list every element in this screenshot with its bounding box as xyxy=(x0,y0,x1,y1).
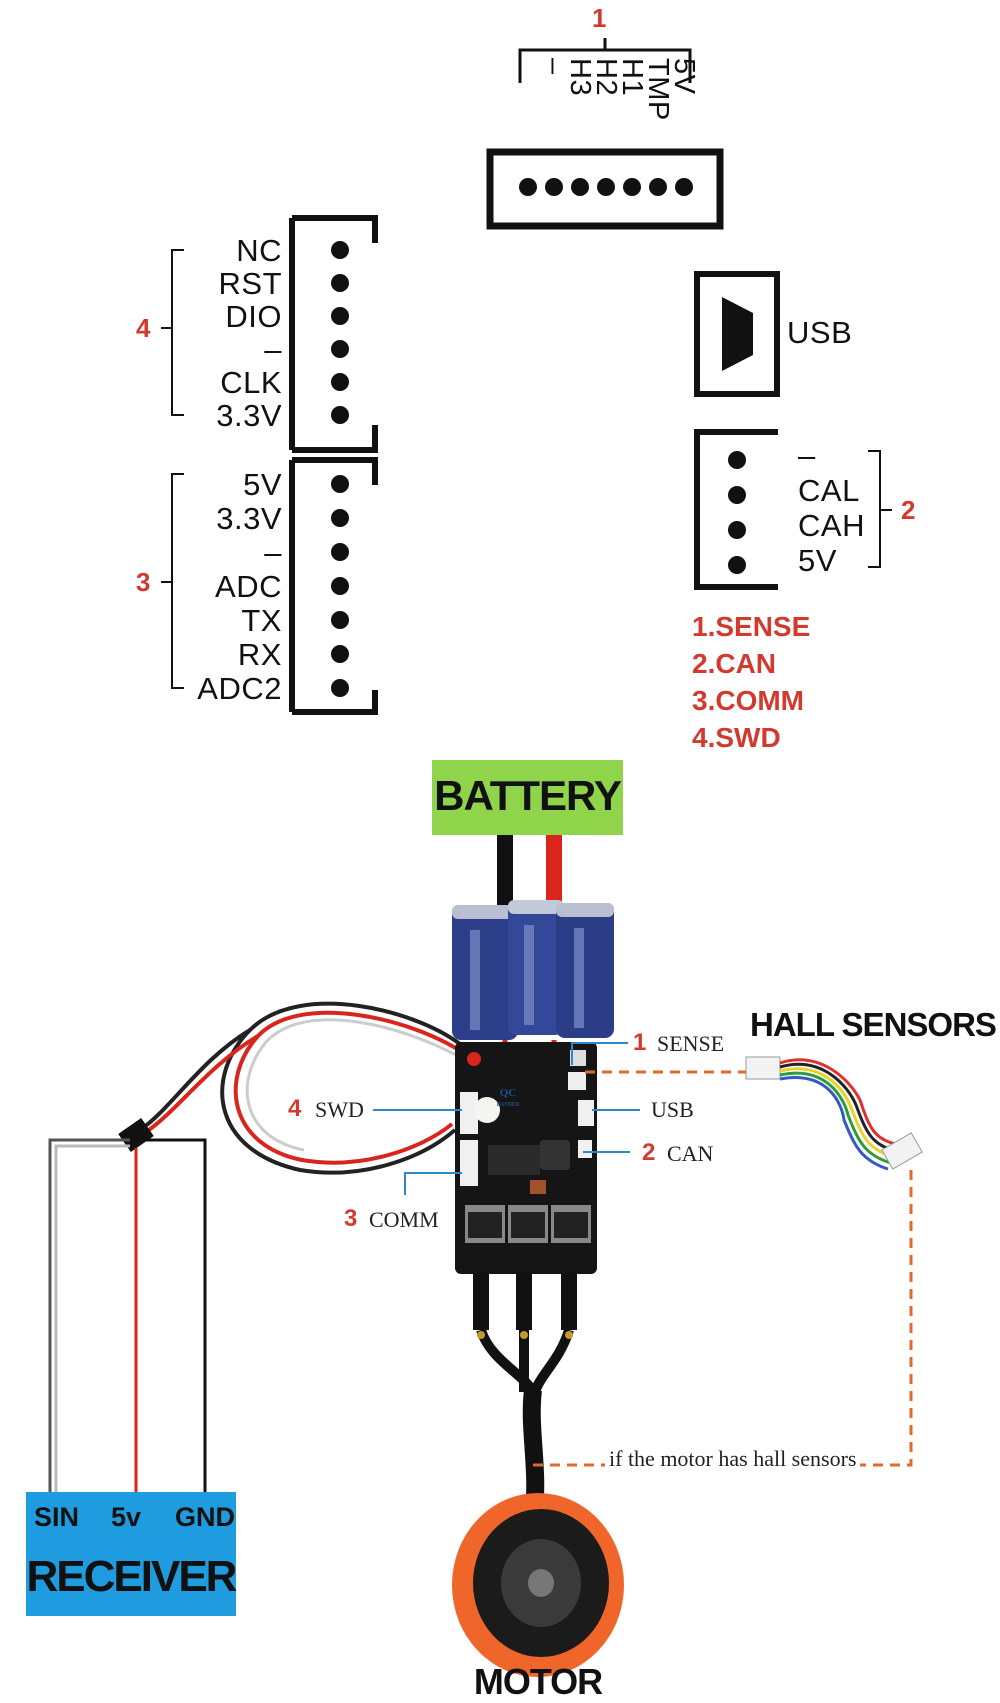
comm-pin-gnd: – xyxy=(264,535,282,570)
legend-item-sense: 1.SENSE xyxy=(692,611,811,642)
battery-label: BATTERY xyxy=(434,772,622,819)
usb-label: USB xyxy=(787,315,853,350)
pcb-badge-qc: QC xyxy=(499,1087,517,1099)
comm-pin-adc: ADC xyxy=(215,569,282,604)
can-pin-5v: 5V xyxy=(798,543,837,578)
phase-leads xyxy=(473,1272,577,1522)
esc-board xyxy=(455,1042,597,1274)
swd-connector xyxy=(161,215,378,453)
receiver-box xyxy=(26,1492,236,1616)
sense-connector-number: 1 xyxy=(592,3,607,33)
receiver-pin-5v: 5v xyxy=(111,1502,142,1532)
swd-pin-clk: CLK xyxy=(220,365,282,400)
callout-swd-label: SWD xyxy=(315,1097,364,1122)
comm-pin-3v3: 3.3V xyxy=(216,501,282,536)
receiver-label: RECEIVER xyxy=(26,1552,238,1601)
comm-pin-5v: 5V xyxy=(243,467,282,502)
can-pin-cah: CAH xyxy=(798,508,865,543)
receiver-wires xyxy=(48,1138,207,1492)
swd-pin-nc: NC xyxy=(236,233,282,268)
callout-usb-label: USB xyxy=(651,1097,694,1122)
callout-can-label: CAN xyxy=(667,1141,714,1166)
can-pin-gnd: – xyxy=(798,438,816,473)
callout-sense-label: SENSE xyxy=(657,1031,725,1056)
comm-connector-number: 3 xyxy=(136,567,151,597)
hall-cable xyxy=(745,1056,923,1171)
callout-sense-number: 1 xyxy=(633,1029,647,1056)
callout-lines xyxy=(373,1042,640,1195)
legend-item-swd: 4.SWD xyxy=(692,722,781,753)
receiver-pin-sin: SIN xyxy=(34,1502,80,1532)
comm-connector xyxy=(161,457,378,715)
can-connector-number: 2 xyxy=(901,495,916,525)
can-pin-cal: CAL xyxy=(798,473,860,508)
swd-pin-gnd: – xyxy=(264,332,282,367)
pcb-badge-passed: PASSED xyxy=(496,1102,520,1108)
hall-sensors-label: HALL SENSORS xyxy=(750,1006,997,1043)
comm-pin-tx: TX xyxy=(241,603,282,638)
swd-pin-dio: DIO xyxy=(225,299,282,334)
swd-connector-number: 4 xyxy=(136,313,151,343)
signal-cable xyxy=(138,1001,467,1175)
comm-pin-adc2: ADC2 xyxy=(197,671,282,706)
battery-box xyxy=(432,760,623,835)
receiver-pin-gnd: GND xyxy=(175,1502,235,1532)
sense-pin-gnd: – xyxy=(538,58,570,75)
servo-plug xyxy=(118,1117,154,1153)
motor-graphic xyxy=(452,1493,624,1677)
hall-note: if the motor has hall sensors xyxy=(605,1448,861,1470)
comm-pin-rx: RX xyxy=(237,637,282,672)
usb-connector xyxy=(694,271,780,397)
sense-connector xyxy=(486,38,724,230)
swd-pin-rst: RST xyxy=(218,266,282,301)
swd-pin-3v3: 3.3V xyxy=(216,398,282,433)
callout-can-number: 2 xyxy=(642,1139,656,1166)
callout-comm-label: COMM xyxy=(369,1207,439,1232)
callout-swd-number: 4 xyxy=(288,1095,302,1122)
callout-comm-number: 3 xyxy=(344,1205,358,1232)
capacitors xyxy=(452,900,614,1040)
legend-item-comm: 3.COMM xyxy=(692,685,804,716)
can-connector xyxy=(694,429,892,590)
motor-label: MOTOR xyxy=(473,1661,603,1702)
legend-item-can: 2.CAN xyxy=(692,648,777,679)
